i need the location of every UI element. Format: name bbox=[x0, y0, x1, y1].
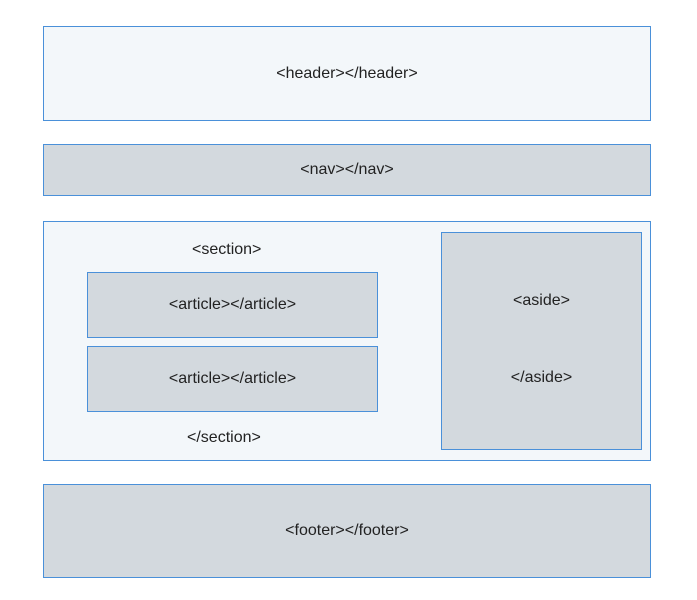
section-block: <section> <article></article> <article><… bbox=[43, 221, 651, 461]
aside-close-label: </aside> bbox=[510, 369, 573, 386]
article-block-2: <article></article> bbox=[87, 346, 378, 412]
footer-label: <footer></footer> bbox=[285, 522, 409, 539]
article-label-2: <article></article> bbox=[168, 370, 297, 387]
nav-label: <nav></nav> bbox=[300, 161, 394, 178]
article-block-1: <article></article> bbox=[87, 272, 378, 338]
section-close-label: </section> bbox=[187, 429, 261, 446]
aside-open-label: <aside> bbox=[513, 292, 570, 309]
aside-block: <aside> </aside> bbox=[441, 232, 642, 450]
section-open-label: <section> bbox=[192, 241, 262, 258]
footer-block: <footer></footer> bbox=[43, 484, 651, 578]
header-label: <header></header> bbox=[276, 64, 418, 82]
header-block: <header></header> bbox=[43, 26, 651, 121]
nav-block: <nav></nav> bbox=[43, 144, 651, 196]
article-label-1: <article></article> bbox=[168, 296, 297, 313]
